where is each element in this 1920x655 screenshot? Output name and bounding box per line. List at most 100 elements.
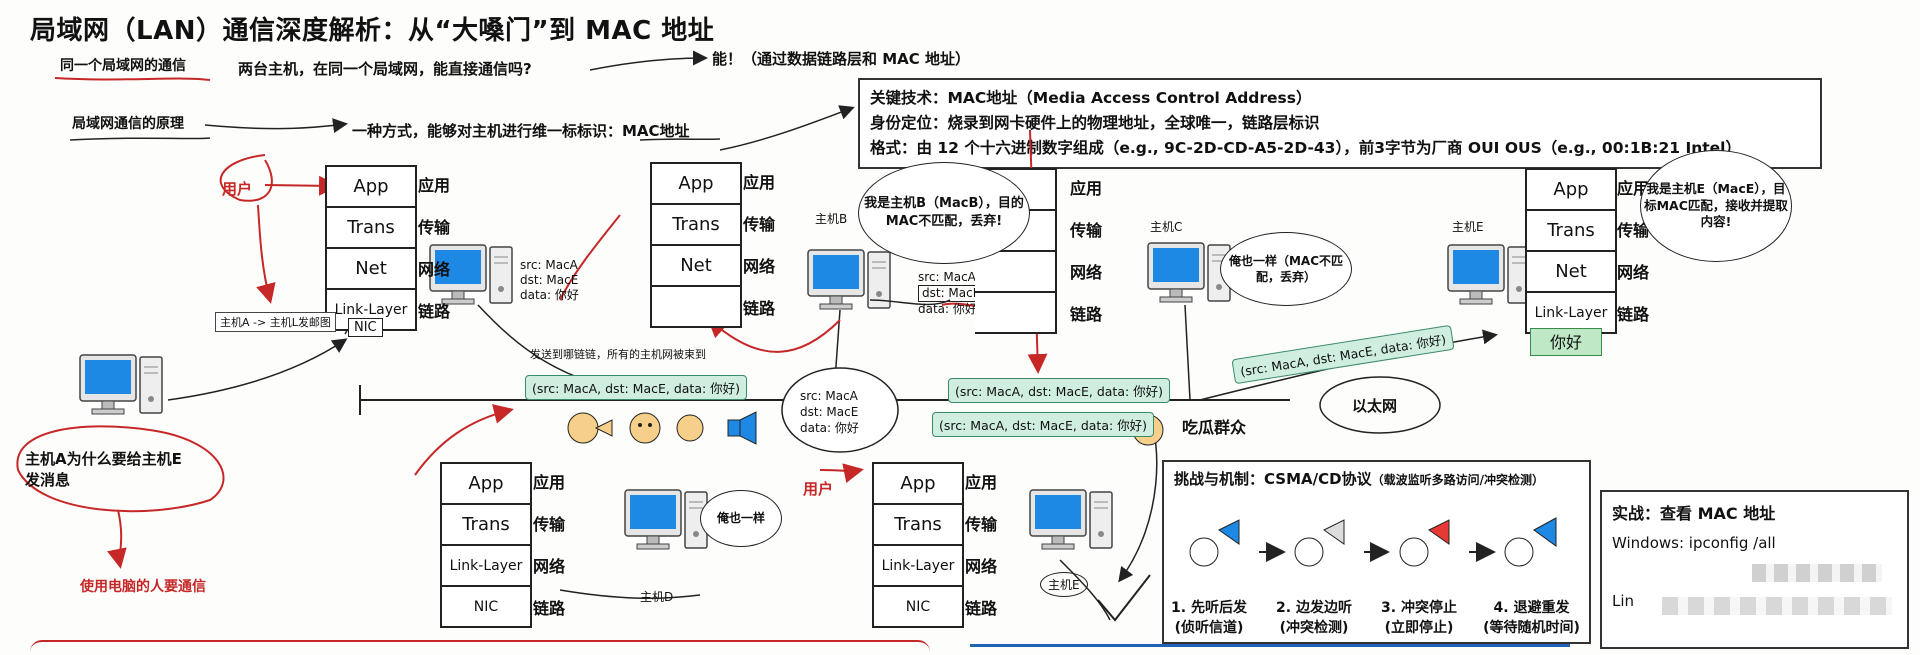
host-a-layer-app: App [327, 167, 415, 208]
label-net: 网络 [1070, 263, 1103, 282]
host-e2-layer-trans: Trans [874, 505, 962, 546]
key-tech-line1: 关键技术：MAC地址（Media Access Control Address） [870, 89, 1312, 107]
packet-1: (src: MacA, dst: MacE, data: 你好) [525, 375, 748, 400]
practice-windows: Windows: ipconfig /all [1612, 534, 1776, 552]
step-2-l1: 2. 边发边听 [1276, 600, 1352, 616]
frame-b-src: src: MacA [918, 270, 976, 284]
step-3-l2: (立即停止) [1384, 620, 1454, 636]
step-3-l1: 3. 冲突停止 [1381, 600, 1457, 616]
host-e-layer-trans: Trans [1527, 211, 1615, 252]
host-e2-layer-nic: NIC [905, 598, 931, 615]
label-link: 链路 [533, 599, 566, 618]
label-trans: 传输 [1070, 221, 1103, 240]
practice-title: 实战：查看 MAC 地址 [1612, 504, 1776, 523]
host-b-caption: 主机B [815, 212, 848, 226]
host-b2-layer-labels: 应用 传输 网络 链路 [1070, 168, 1102, 336]
host-b-stack: App Trans Net [650, 162, 742, 328]
practice-box: 实战：查看 MAC 地址 Windows: ipconfig /all Lin [1600, 490, 1909, 649]
host-a-layer-labels: 应用 传输 网络 链路 [418, 165, 450, 333]
host-b-layer-labels: 应用 传输 网络 链路 [743, 162, 775, 330]
host-e-stack: App Trans Net Link-Layer [1525, 168, 1617, 334]
host-a-frame: src: MacA dst: MacE data: 你好 [520, 258, 579, 303]
label-net: 网络 [965, 557, 998, 576]
host-d-layer-trans: Trans [442, 505, 530, 546]
csma-step-2: 2. 边发边听 (冲突检测) [1269, 597, 1359, 637]
host-e-layer-app: App [1527, 170, 1615, 211]
onlookers-label: 吃瓜群众 [1182, 418, 1247, 437]
host-d-layer-nic: NIC [473, 598, 499, 615]
label-app: 应用 [965, 473, 998, 492]
why-answer: 使用电脑的人要通信 [80, 579, 206, 595]
why-question-line1: 主机A为什么要给主机E [25, 450, 182, 468]
label-link: 链路 [743, 299, 776, 318]
host-d-layer-link: Link-Layer [442, 546, 530, 587]
label-app: 应用 [418, 176, 451, 195]
user-label-1: 用户 [222, 180, 253, 198]
step-2-icon [1294, 519, 1345, 567]
host-e-caption: 主机E [1452, 220, 1484, 234]
step-4-icon [1504, 517, 1557, 567]
label-link: 链路 [965, 599, 998, 618]
practice-linux: Lin [1612, 592, 1635, 610]
frame-a-data: data: 你好 [520, 288, 579, 302]
csma-title: 挑战与机制：CSMA/CD协议（载波监听多路访问/冲突检测） [1174, 468, 1544, 489]
step-1-icon [1189, 519, 1240, 567]
note-mac-intro: 一种方式，能够对主机进行维一标标识：MAC地址 [352, 122, 690, 140]
center-frame-dst: dst: MacE [800, 405, 859, 419]
label-trans: 传输 [965, 515, 998, 534]
label-net: 网络 [743, 257, 776, 276]
host-d-layer-labels: 应用 传输 网络 链路 [533, 462, 565, 630]
packet-2: (src: MacA, dst: MacE, data: 你好) [948, 378, 1171, 403]
host-d-layer-app: App [442, 464, 530, 505]
csma-step-1: 1. 先听后发 (侦听信道) [1164, 597, 1254, 637]
host-d-caption: 主机D [640, 590, 674, 604]
frame-a-dst: dst: MacE [520, 273, 579, 287]
center-frame-data: data: 你好 [800, 421, 859, 435]
frame-b-data: data: 你好 [918, 302, 977, 316]
packet-3: (src: MacA, dst: MacE, data: 你好) [932, 412, 1155, 437]
host-d-bubble: 俺也一样 [700, 490, 782, 547]
host-e2-layer-app: App [874, 464, 962, 505]
host-b-layer-net: Net [652, 246, 740, 287]
label-app: 应用 [1070, 179, 1103, 198]
csma-subtitle: （载波监听多路访问/冲突检测） [1371, 473, 1544, 487]
host-e-layer-link: Link-Layer [1534, 304, 1608, 321]
csma-step-icons [1189, 517, 1557, 567]
label-net: 网络 [1617, 263, 1650, 282]
host-e-received: 你好 [1530, 328, 1602, 356]
bottom-section-edge [30, 640, 930, 654]
host-b-layer-app: App [652, 164, 740, 205]
mac-key-tech-box: 关键技术：MAC地址（Media Access Control Address）… [858, 78, 1822, 169]
blurred-text-2 [1662, 597, 1892, 615]
key-tech-line2: 身份定位：烧录到网卡硬件上的物理地址，全球唯一，链路层标识 [870, 114, 1320, 132]
host-e-layer-net: Net [1527, 252, 1615, 293]
host-c-bubble: 俺也一样（MAC不匹配，丢弃） [1220, 232, 1352, 306]
step-3-icon [1399, 519, 1450, 567]
host-a-layer-net: Net [327, 249, 415, 290]
note-answer: 能！（通过数据链路层和 MAC 地址） [712, 50, 970, 68]
note-question: 两台主机，在同一个局域网，能直接通信吗? [238, 60, 532, 78]
blurred-text [1752, 564, 1882, 582]
why-question-line2: 发消息 [25, 471, 71, 489]
label-link: 链路 [1070, 305, 1103, 324]
host-a-stack: App Trans Net Link-Layer [325, 165, 417, 331]
csma-title-text: 挑战与机制：CSMA/CD协议 [1174, 470, 1372, 488]
host-b-layer-link-rejected [652, 287, 740, 326]
host-a-nic: NIC [348, 318, 383, 337]
broadcast-note: 发送到哪链链，所有的主机网被束到 [530, 348, 706, 361]
bottom-section-edge-blue [970, 644, 1570, 655]
step-1-l2: (侦听信道) [1174, 620, 1244, 636]
label-trans: 传输 [743, 215, 776, 234]
step-2-l2: (冲突检测) [1279, 620, 1349, 636]
frame-a-src: src: MacA [520, 258, 578, 272]
step-4-l1: 4. 退避重发 [1493, 600, 1570, 616]
label-trans: 传输 [418, 218, 451, 237]
host-e2-layer-link: Link-Layer [874, 546, 962, 587]
host-a-layer-trans: Trans [327, 208, 415, 249]
label-app: 应用 [743, 173, 776, 192]
key-tech-line3: 格式：由 12 个十六进制数字组成（e.g., 9C-2D-CD-A5-2D-4… [870, 139, 1741, 157]
host-e2-layer-labels: 应用 传输 网络 链路 [965, 462, 997, 630]
user-label-2: 用户 [803, 480, 834, 498]
label-link: 链路 [418, 302, 451, 321]
host-b-layer-trans: Trans [652, 205, 740, 246]
